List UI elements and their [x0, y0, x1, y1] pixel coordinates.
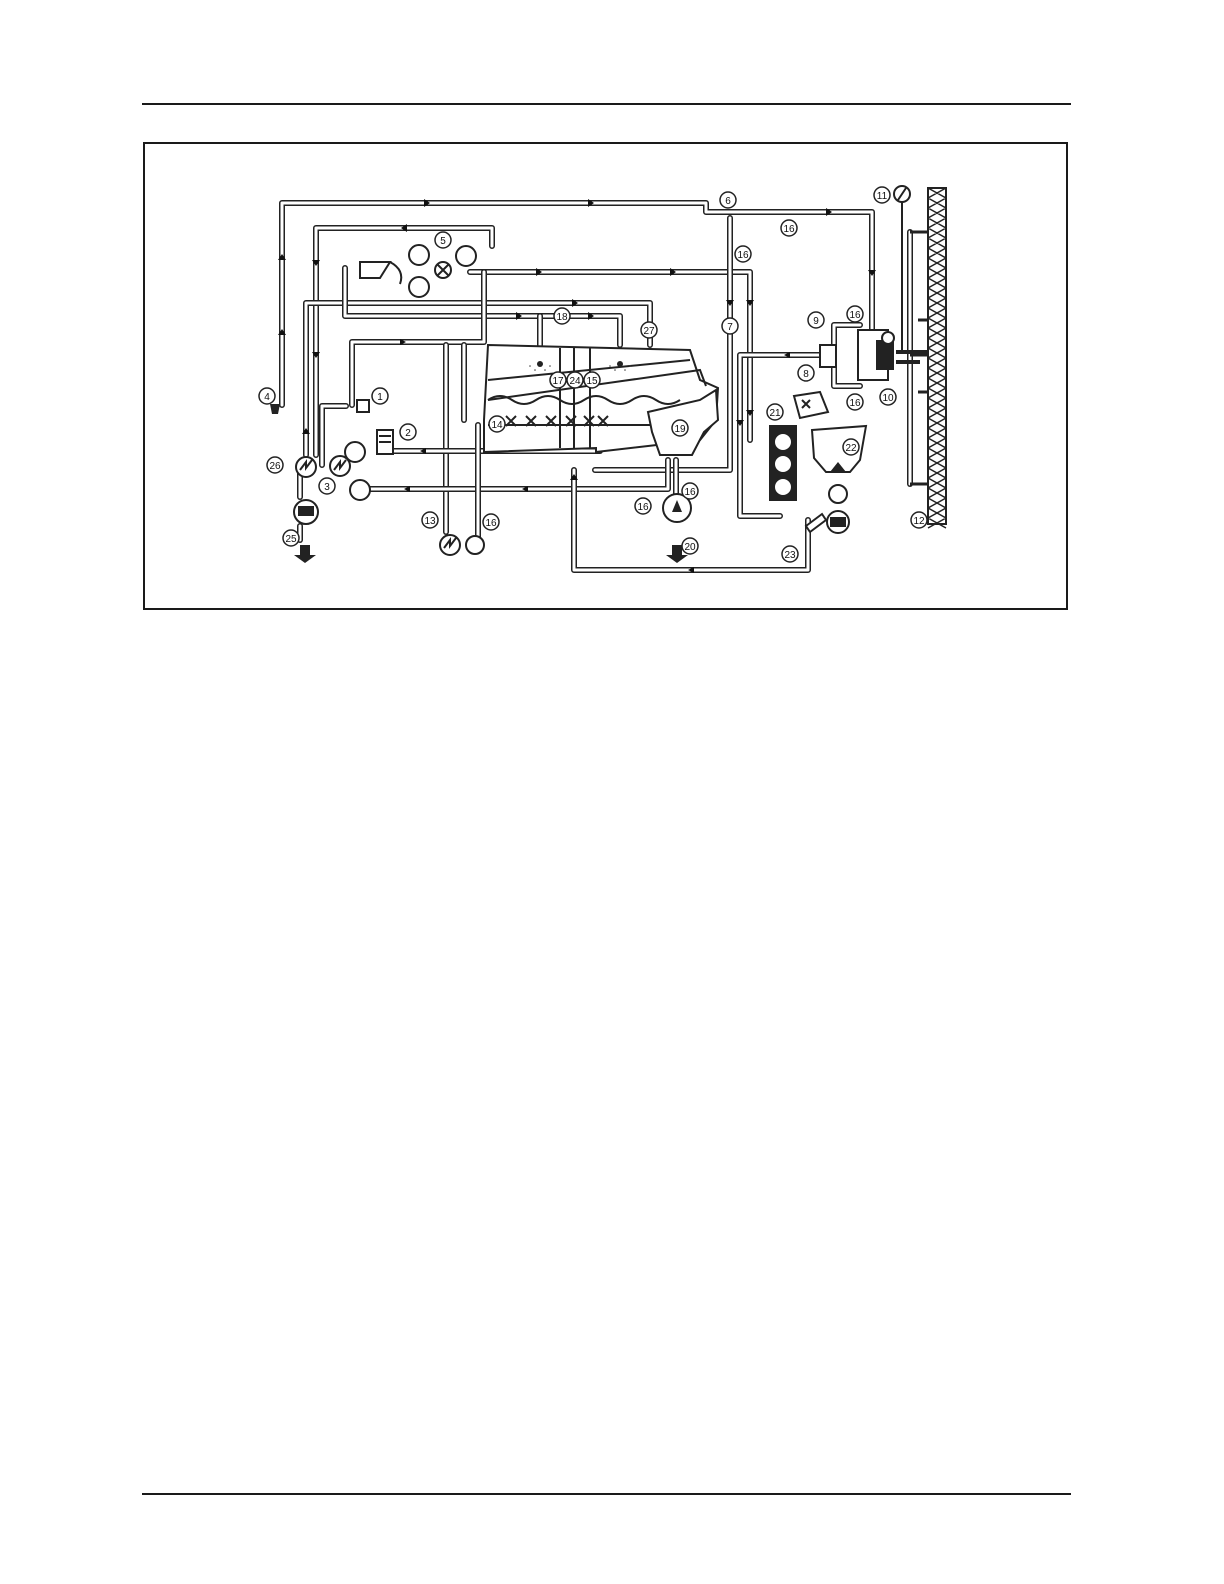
svg-text:21: 21 — [769, 408, 781, 419]
callout-18: 18 — [554, 308, 570, 324]
svg-text:16: 16 — [684, 487, 696, 498]
callout-10: 10 — [880, 389, 896, 405]
callout-3: 3 — [319, 478, 335, 494]
callout-16g: 16 — [483, 514, 499, 530]
callout-14: 14 — [489, 416, 505, 432]
component-1-sensor — [357, 400, 369, 412]
svg-text:13: 13 — [424, 516, 436, 527]
svg-text:15: 15 — [586, 376, 598, 387]
engine-block — [484, 345, 718, 455]
callout-12: 12 — [911, 512, 927, 528]
svg-text:20: 20 — [684, 542, 696, 553]
callout-15: 15 — [584, 372, 600, 388]
callout-16a: 16 — [781, 220, 797, 236]
callout-16d: 16 — [847, 394, 863, 410]
callout-9: 9 — [808, 312, 824, 328]
callout-27: 27 — [641, 322, 657, 338]
component-25-inlet — [294, 545, 316, 563]
svg-text:26: 26 — [269, 461, 281, 472]
callout-24: 24 — [567, 372, 583, 388]
callout-22: 22 — [843, 439, 859, 455]
svg-text:23: 23 — [784, 550, 796, 561]
callout-19: 19 — [672, 420, 688, 436]
svg-text:7: 7 — [727, 322, 733, 333]
svg-text:5: 5 — [440, 236, 446, 247]
component-12-hull-wall — [896, 188, 946, 528]
component-2-filter — [377, 430, 393, 454]
callout-16b: 16 — [735, 246, 751, 262]
callout-26: 26 — [267, 457, 283, 473]
callout-17: 17 — [550, 372, 566, 388]
callout-16c: 16 — [847, 306, 863, 322]
svg-text:17: 17 — [552, 376, 564, 387]
component-3-pump — [330, 442, 370, 500]
callout-23: 23 — [782, 546, 798, 562]
callout-21: 21 — [767, 404, 783, 420]
svg-text:8: 8 — [803, 369, 809, 380]
svg-text:18: 18 — [556, 312, 568, 323]
svg-text:24: 24 — [569, 376, 581, 387]
svg-text:1: 1 — [377, 392, 383, 403]
svg-text:27: 27 — [643, 326, 655, 337]
svg-text:16: 16 — [485, 518, 497, 529]
svg-text:16: 16 — [849, 310, 861, 321]
svg-text:16: 16 — [637, 502, 649, 513]
svg-text:4: 4 — [264, 392, 270, 403]
svg-text:16: 16 — [783, 224, 795, 235]
svg-text:14: 14 — [491, 420, 503, 431]
callout-1: 1 — [372, 388, 388, 404]
callout-16e: 16 — [635, 498, 651, 514]
callout-2: 2 — [400, 424, 416, 440]
svg-text:11: 11 — [877, 191, 888, 202]
callout-4: 4 — [259, 388, 275, 404]
svg-text:10: 10 — [882, 393, 894, 404]
component-4-valve — [270, 404, 280, 414]
callout-6: 6 — [720, 192, 736, 208]
callout-7: 7 — [722, 318, 738, 334]
svg-text:19: 19 — [674, 424, 686, 435]
svg-text:16: 16 — [849, 398, 861, 409]
callout-11: 11 — [874, 187, 890, 203]
callout-13: 13 — [422, 512, 438, 528]
svg-text:3: 3 — [324, 482, 330, 493]
callout-20: 20 — [682, 538, 698, 554]
svg-text:9: 9 — [813, 316, 819, 327]
callout-16f: 16 — [682, 483, 698, 499]
callout-5: 5 — [435, 232, 451, 248]
callout-25: 25 — [283, 530, 299, 546]
svg-text:25: 25 — [285, 534, 297, 545]
component-21-manifold — [769, 425, 797, 501]
component-23-drain — [806, 514, 826, 532]
callout-8: 8 — [798, 365, 814, 381]
component-22-tank — [794, 392, 866, 533]
component-5-valve-cluster — [360, 245, 476, 297]
svg-text:22: 22 — [845, 443, 857, 454]
svg-text:6: 6 — [725, 196, 731, 207]
svg-text:12: 12 — [913, 516, 925, 527]
component-13-pump — [440, 535, 484, 555]
svg-text:2: 2 — [405, 428, 411, 439]
svg-text:16: 16 — [737, 250, 749, 261]
